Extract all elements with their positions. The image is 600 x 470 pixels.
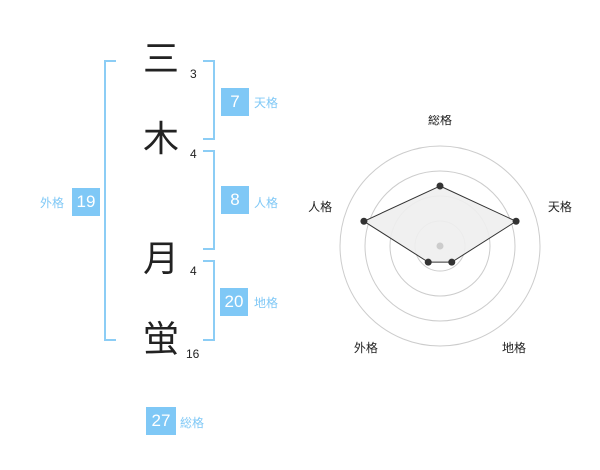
radar-grid-ring-4 <box>339 145 541 347</box>
radar-center-dot <box>436 242 444 250</box>
radar-axis-label-4: 外格 <box>354 340 378 355</box>
tenkaku-bracket <box>203 60 215 140</box>
radar-axis-label-3: 地格 <box>502 340 526 355</box>
radar-axis-label-1: 総格 <box>428 115 452 127</box>
tenkaku-badge: 7 <box>221 88 249 116</box>
stroke-count-2: 4 <box>190 147 197 161</box>
stroke-count-4: 16 <box>186 347 200 361</box>
chikaku-badge: 20 <box>220 288 248 316</box>
gaikaku-badge: 19 <box>72 188 100 216</box>
jinkaku-badge: 8 <box>221 186 249 214</box>
name-char-2: 木 <box>142 119 179 160</box>
stroke-count-1: 3 <box>190 67 197 81</box>
stroke-count-3: 4 <box>190 264 197 278</box>
gaikaku-bracket <box>104 60 116 341</box>
gaikaku-label: 外格 <box>40 196 65 210</box>
name-char-3: 月 <box>142 239 179 280</box>
radar-axis-label-5: 人格 <box>308 199 332 214</box>
soukaku-label: 総格 <box>180 416 205 430</box>
jinkaku-label: 人格 <box>254 196 279 210</box>
radar-point-4 <box>424 258 432 266</box>
radar-point-3 <box>448 258 456 266</box>
radar-data-area <box>362 185 518 263</box>
chikaku-bracket <box>203 260 215 341</box>
tenkaku-label: 天格 <box>254 96 279 110</box>
radar-axis-label-2: 天格 <box>548 199 572 214</box>
radar-grid-ring-3 <box>364 170 516 322</box>
name-char-4: 蛍 <box>142 319 179 360</box>
radar-point-2 <box>512 217 520 225</box>
radar-point-5 <box>360 217 368 225</box>
name-char-1: 三 <box>142 39 179 80</box>
jinkaku-bracket <box>203 150 215 250</box>
soukaku-badge: 27 <box>146 407 176 435</box>
radar-point-1 <box>436 182 444 190</box>
chikaku-label: 地格 <box>254 296 279 310</box>
